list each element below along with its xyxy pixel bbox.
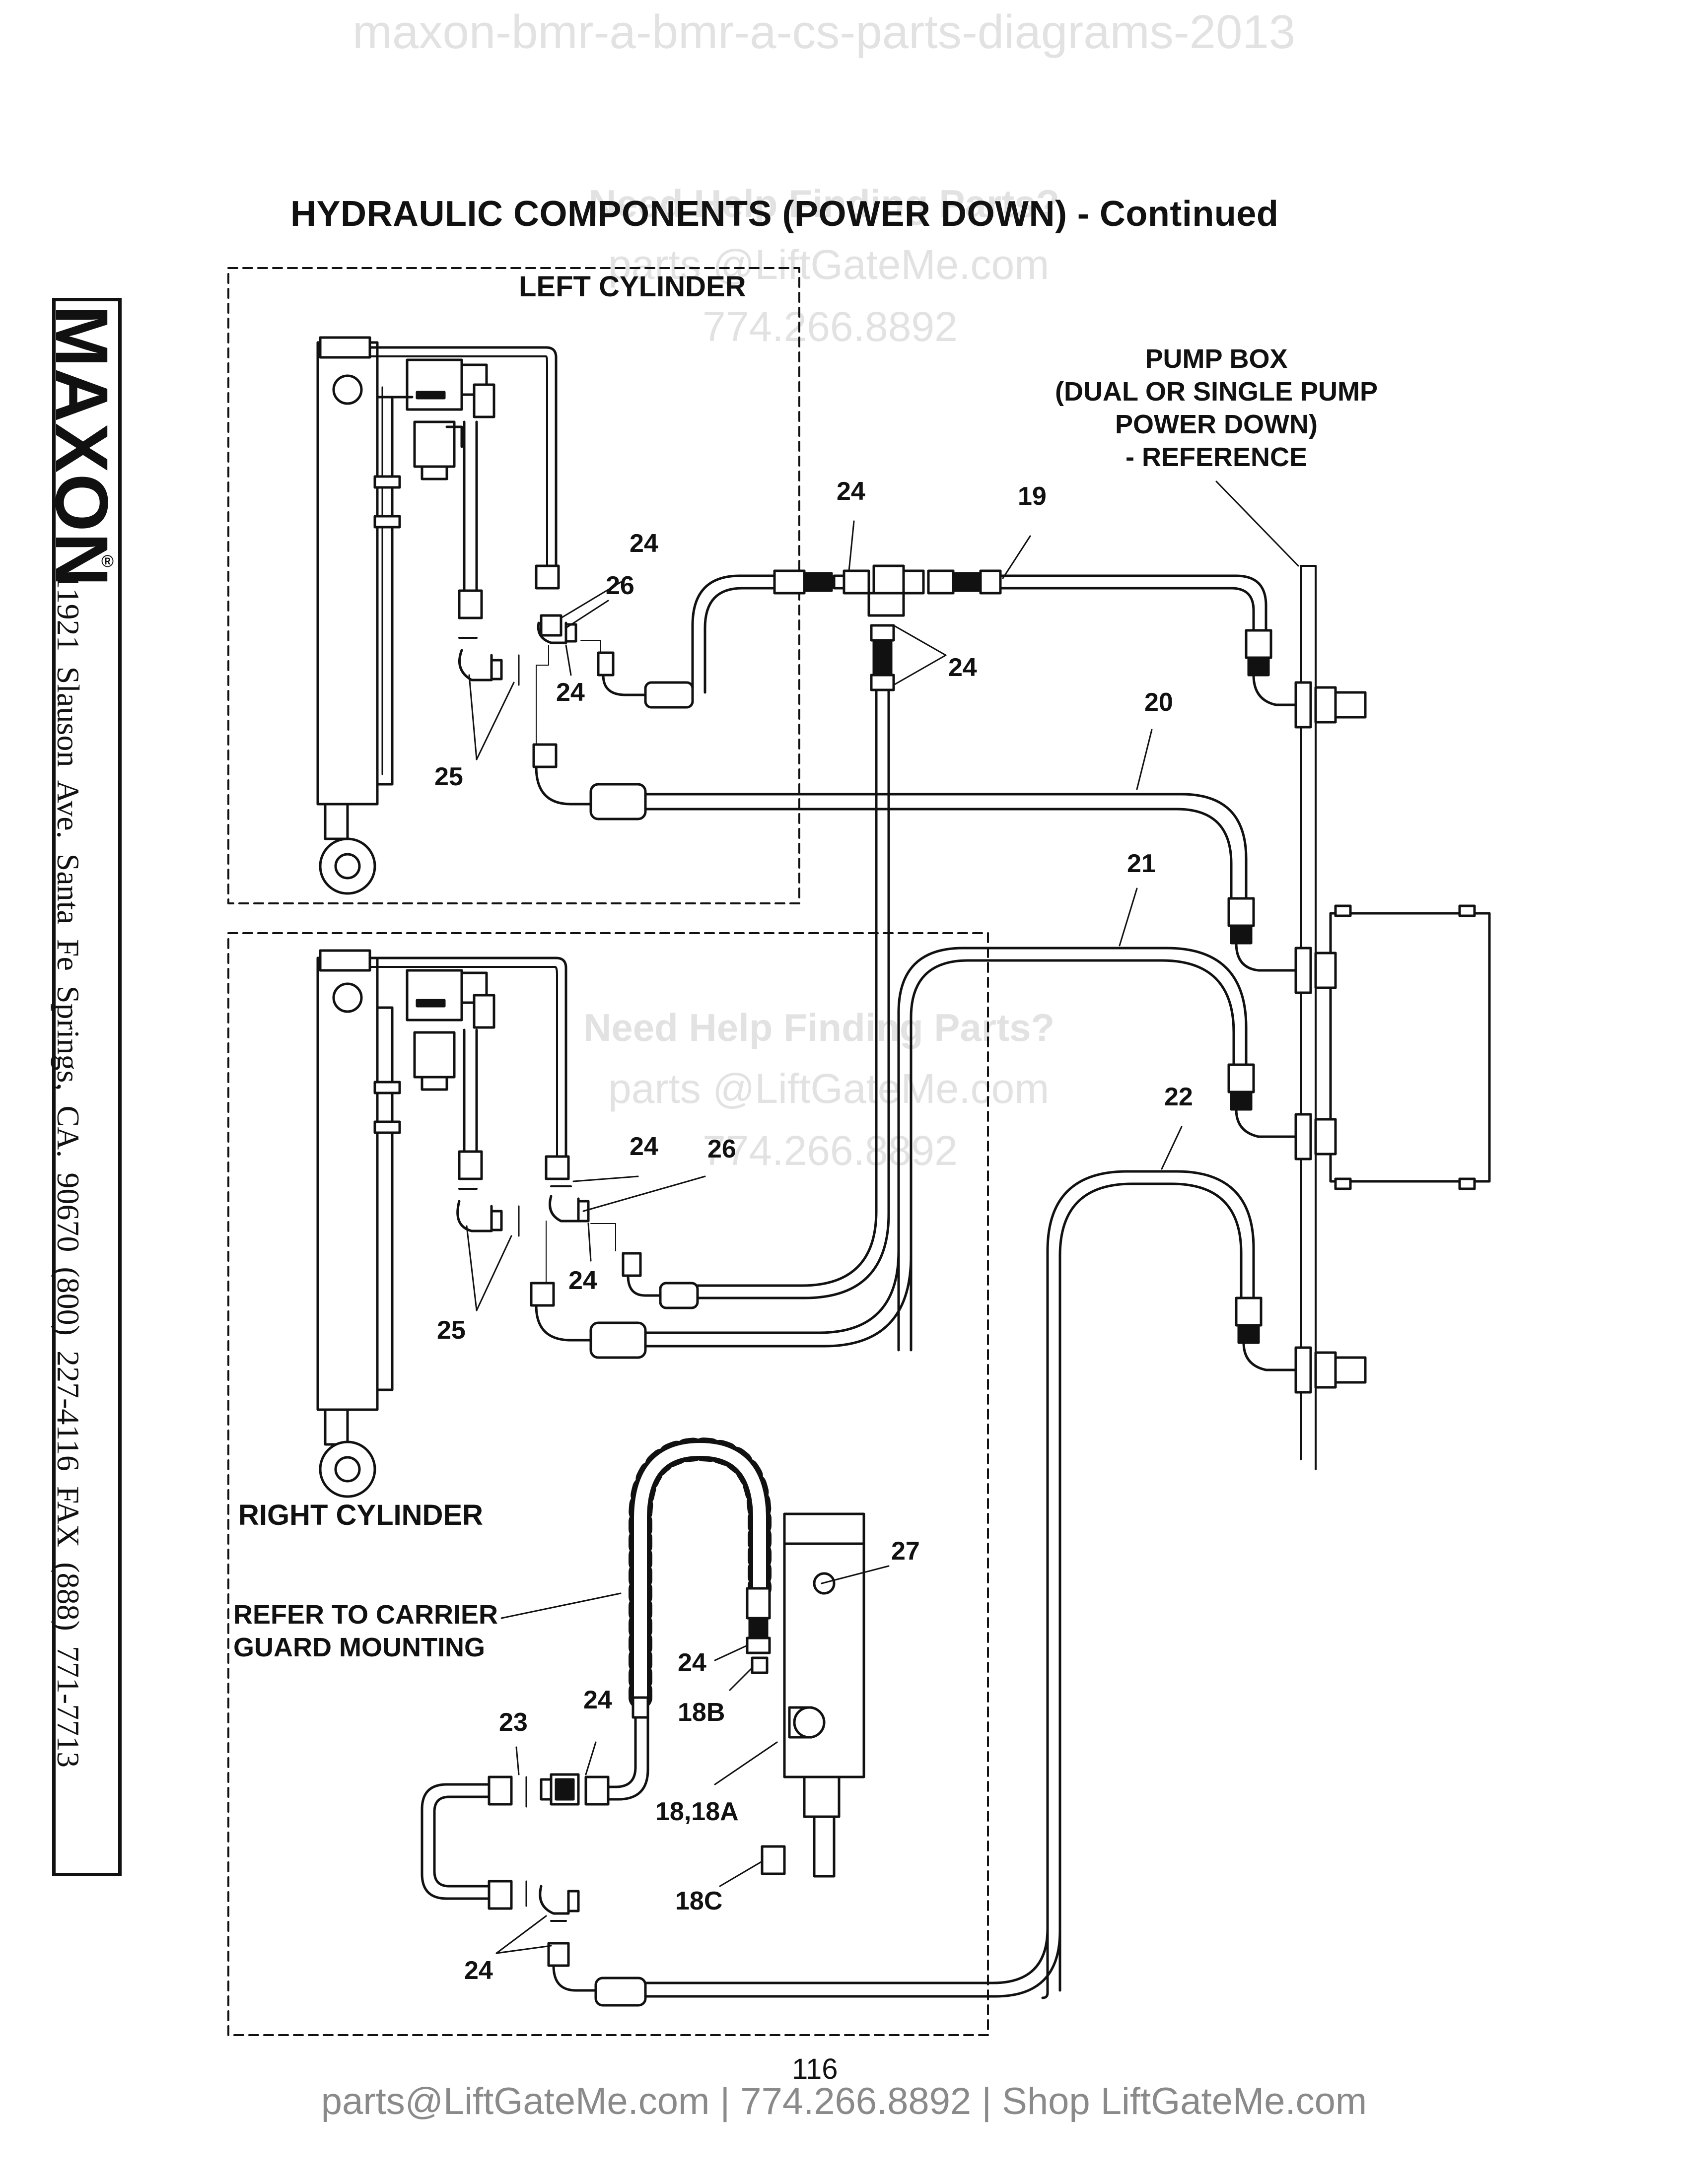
callout-23: 23: [499, 1708, 528, 1737]
sidebar-frame: [52, 298, 122, 1876]
page-title: HYDRAULIC COMPONENTS (POWER DOWN) - Cont…: [290, 194, 1279, 234]
callout-22: 22: [1164, 1083, 1193, 1111]
callout-26: 26: [707, 1135, 736, 1163]
callout-24: 24: [568, 1266, 597, 1295]
carrier-guard-hose: [421, 1437, 1061, 2007]
pump-ports: [1227, 629, 1367, 1394]
watermark-email: parts @LiftGateMe.com: [608, 1065, 1050, 1112]
left-cylinder-fittings: [458, 574, 1248, 900]
callout-24: 24: [630, 529, 658, 558]
callout-25: 25: [434, 762, 463, 791]
registered-mark: ®: [101, 552, 114, 571]
watermark-help: Need Help Finding Parts?: [588, 182, 1060, 225]
left-cylinder: [316, 336, 560, 895]
callout-18c: 18C: [675, 1887, 723, 1915]
callout-24: 24: [678, 1648, 706, 1677]
pump-box-line-4: - REFERENCE: [1125, 442, 1308, 472]
right-cylinder-box: [227, 932, 989, 2036]
callout-24: 24: [948, 653, 977, 682]
callout-24: 24: [464, 1956, 493, 1985]
callout-19: 19: [1018, 482, 1047, 511]
callout-21: 21: [1127, 849, 1156, 878]
callout-26: 26: [606, 571, 634, 600]
callout-18-18a: 18,18A: [655, 1797, 739, 1826]
watermark-doc-name: maxon-bmr-a-bmr-a-cs-parts-diagrams-2013: [352, 5, 1296, 59]
page-number: 116: [792, 2053, 838, 2085]
right-cylinder: [316, 949, 570, 1498]
leader-lines: [466, 480, 1299, 1954]
watermark-email: parts @LiftGateMe.com: [608, 241, 1050, 288]
pump-box-line-3: POWER DOWN): [1115, 410, 1318, 439]
pump-box-label: PUMP BOX (DUAL OR SINGLE PUMP POWER DOWN…: [1023, 342, 1410, 474]
tee-assembly: [689, 564, 1267, 1299]
pump-box: [1300, 565, 1491, 1470]
watermark-help: Need Help Finding Parts?: [583, 1006, 1055, 1049]
pump-box-line-2: (DUAL OR SINGLE PUMP: [1055, 377, 1378, 407]
flow-block: [761, 1512, 865, 1878]
left-cylinder-label: LEFT CYLINDER: [519, 271, 746, 303]
hoses: [897, 947, 1255, 1999]
callout-24: 24: [630, 1132, 658, 1161]
carrier-guard-line-2: GUARD MOUNTING: [233, 1633, 485, 1662]
footer-contact: parts@LiftGateMe.com | 774.266.8892 | Sh…: [321, 2080, 1367, 2122]
pump-box-line-1: PUMP BOX: [1145, 344, 1288, 374]
callout-18b: 18B: [678, 1698, 725, 1727]
callout-27: 27: [891, 1537, 920, 1566]
carrier-guard-line-1: REFER TO CARRIER: [233, 1600, 498, 1630]
carrier-guard-label: REFER TO CARRIER GUARD MOUNTING: [233, 1598, 498, 1664]
watermark-phone: 774.266.8892: [703, 1127, 958, 1174]
callout-24: 24: [556, 678, 585, 707]
right-cylinder-label: RIGHT CYLINDER: [238, 1499, 483, 1531]
callout-20: 20: [1144, 688, 1173, 717]
callout-25: 25: [437, 1316, 466, 1345]
watermark-phone: 774.266.8892: [703, 303, 958, 350]
right-cylinder-fittings: [456, 1185, 913, 1359]
callout-24: 24: [583, 1686, 612, 1714]
callout-24: 24: [837, 477, 865, 506]
